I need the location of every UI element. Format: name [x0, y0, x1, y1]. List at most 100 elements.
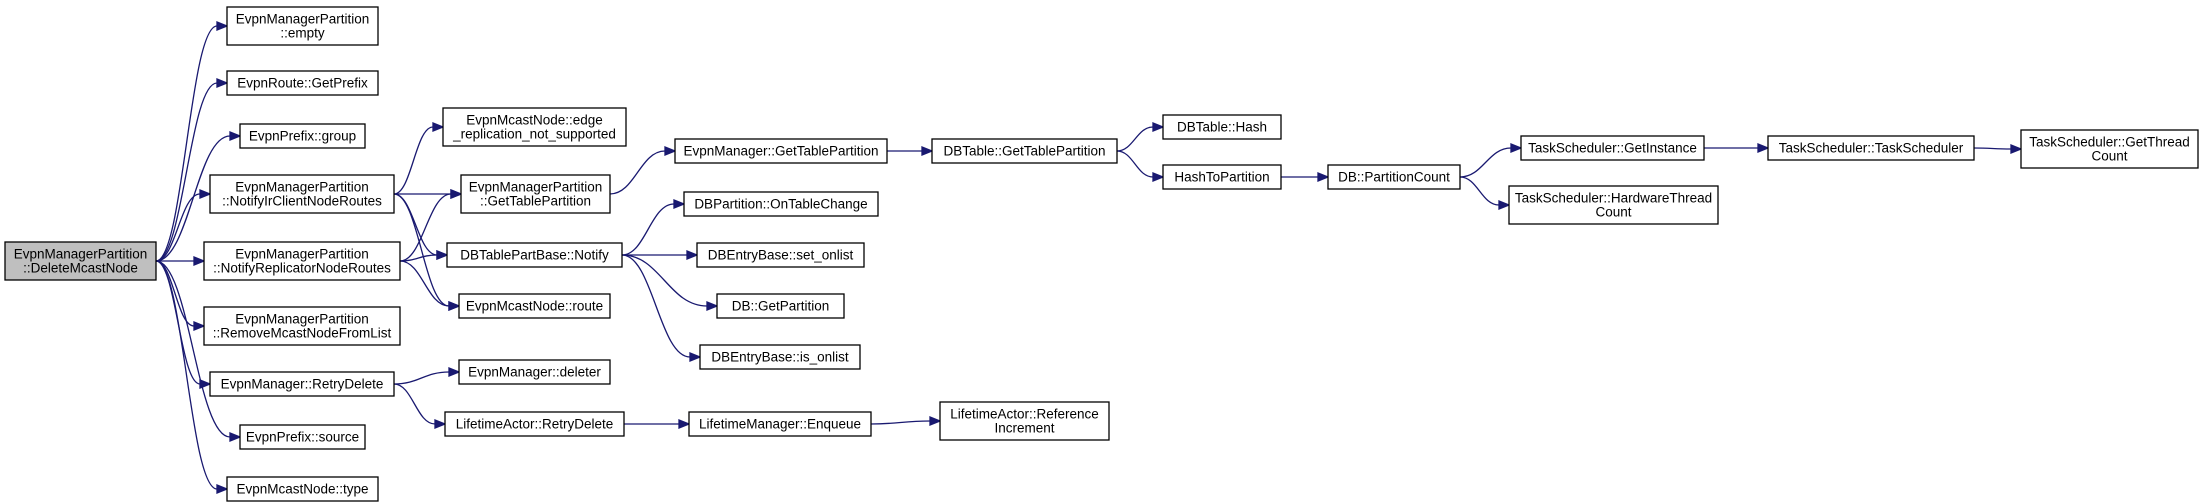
node-box — [1508, 185, 1719, 225]
node-empty[interactable]: EvpnManagerPartition::empty — [226, 6, 379, 46]
edge-line — [155, 260, 218, 490]
node-box — [1162, 164, 1282, 190]
node-label: ::NotifyIrClientNodeRoutes — [222, 194, 382, 209]
edge-tpb_notify-to-isonlist — [621, 254, 702, 362]
edge-arrowhead — [686, 250, 699, 260]
node-box — [226, 70, 379, 96]
edge-arrowhead — [434, 419, 447, 429]
edge-root-to-group — [155, 131, 242, 262]
edge-arrowhead — [1757, 143, 1770, 153]
node-box — [458, 359, 611, 385]
edge-root-to-empty — [155, 21, 229, 262]
node-box — [1767, 135, 1975, 161]
node-enqueue[interactable]: LifetimeManager::Enqueue — [688, 411, 872, 437]
edge-root-to-notifyir — [155, 189, 212, 262]
node-label: DB::GetPartition — [732, 299, 830, 314]
edge-line — [621, 254, 708, 307]
node-box — [209, 174, 395, 214]
node-tpb_notify[interactable]: DBTablePartBase::Notify — [446, 242, 623, 268]
node-box — [939, 401, 1110, 441]
node-setonlist[interactable]: DBEntryBase::set_onlist — [696, 242, 865, 268]
node-label: EvpnManagerPartition — [235, 180, 369, 195]
edge-line — [621, 203, 675, 256]
node-label: EvpnManagerPartition — [469, 180, 603, 195]
node-type[interactable]: EvpnMcastNode::type — [226, 476, 379, 502]
node-dbt_gettable[interactable]: DBTable::GetTablePartition — [931, 138, 1118, 164]
node-box — [442, 107, 627, 147]
node-label: DBTable::Hash — [1177, 120, 1267, 135]
node-removemcast[interactable]: EvpnManagerPartition::RemoveMcastNodeFro… — [203, 306, 401, 346]
edge-retrydelete-to-deleter — [393, 367, 461, 385]
edge-arrowhead — [706, 301, 719, 311]
edge-line — [1116, 150, 1154, 178]
node-label: EvpnManagerPartition — [14, 247, 148, 262]
node-box — [460, 174, 611, 214]
node-isonlist[interactable]: DBEntryBase::is_onlist — [699, 344, 861, 370]
node-box — [674, 138, 888, 164]
edge-tpb_notify-to-ontablechange — [621, 199, 686, 256]
edge-hashtopart-to-partcount — [1280, 172, 1330, 182]
edge-line — [393, 371, 450, 385]
node-getprefix[interactable]: EvpnRoute::GetPrefix — [226, 70, 379, 96]
edge-arrowhead — [193, 321, 206, 331]
node-la_retry[interactable]: LifetimeActor::RetryDelete — [444, 411, 625, 437]
edge-dbt_gettable-to-hash — [1116, 122, 1165, 152]
edge-line — [393, 126, 434, 195]
node-route[interactable]: EvpnMcastNode::route — [458, 293, 611, 319]
node-label: EvpnPrefix::source — [246, 430, 359, 445]
node-box — [688, 411, 872, 437]
edge-arrowhead — [432, 122, 445, 132]
node-source[interactable]: EvpnPrefix::source — [239, 424, 366, 450]
edge-line — [155, 260, 231, 438]
edge-line — [1973, 147, 2012, 150]
node-hash[interactable]: DBTable::Hash — [1162, 114, 1282, 140]
node-label: EvpnManagerPartition — [236, 12, 370, 27]
node-label: DBTablePartBase::Notify — [460, 248, 609, 263]
edge-emp_gettable-to-em_gettable — [609, 146, 677, 195]
edge-arrowhead — [689, 352, 702, 362]
edge-line — [155, 135, 231, 262]
node-box — [444, 411, 625, 437]
node-label: TaskScheduler::GetInstance — [1528, 141, 1697, 156]
node-retrydelete[interactable]: EvpnManager::RetryDelete — [209, 371, 395, 397]
node-ontablechange[interactable]: DBPartition::OnTableChange — [683, 191, 879, 217]
node-label: EvpnManagerPartition — [235, 312, 369, 327]
edge-arrowhead — [673, 199, 686, 209]
node-notifyir[interactable]: EvpnManagerPartition::NotifyIrClientNode… — [209, 174, 395, 214]
edge-notifyrep-to-emp_gettable — [399, 189, 463, 262]
edge-arrowhead — [193, 256, 206, 266]
node-taskscheduler[interactable]: TaskScheduler::TaskScheduler — [1767, 135, 1975, 161]
node-box — [2020, 129, 2199, 169]
node-box — [1162, 114, 1282, 140]
edge-line — [399, 260, 450, 307]
node-getinstance[interactable]: TaskScheduler::GetInstance — [1520, 135, 1705, 161]
node-root[interactable]: EvpnManagerPartition::DeleteMcastNode — [4, 241, 157, 281]
node-box — [1327, 164, 1461, 190]
node-partcount[interactable]: DB::PartitionCount — [1327, 164, 1461, 190]
node-notifyrep[interactable]: EvpnManagerPartition::NotifyReplicatorNo… — [203, 241, 401, 281]
node-group[interactable]: EvpnPrefix::group — [239, 123, 366, 149]
edge-notifyrep-to-route — [399, 260, 461, 311]
edge-line — [393, 193, 450, 307]
edge-arrowhead — [199, 189, 212, 199]
node-edgerep[interactable]: EvpnMcastNode::edge_replication_not_supp… — [442, 107, 627, 147]
node-box — [239, 424, 366, 450]
node-label: ::GetTablePartition — [480, 194, 591, 209]
node-label: EvpnPrefix::group — [249, 129, 356, 144]
node-label: EvpnManager::GetTablePartition — [683, 144, 878, 159]
edge-arrowhead — [216, 484, 229, 494]
node-em_gettable[interactable]: EvpnManager::GetTablePartition — [674, 138, 888, 164]
node-hashtopart[interactable]: HashToPartition — [1162, 164, 1282, 190]
node-box — [203, 306, 401, 346]
node-deleter[interactable]: EvpnManager::deleter — [458, 359, 611, 385]
nodes-layer: EvpnManagerPartition::DeleteMcastNodeEvp… — [4, 6, 2199, 502]
node-emp_gettable[interactable]: EvpnManagerPartition::GetTablePartition — [460, 174, 611, 214]
edge-taskscheduler-to-getthread — [1973, 144, 2023, 154]
node-getpartition[interactable]: DB::GetPartition — [716, 293, 845, 319]
edge-line — [621, 254, 691, 358]
edge-line — [393, 383, 436, 425]
